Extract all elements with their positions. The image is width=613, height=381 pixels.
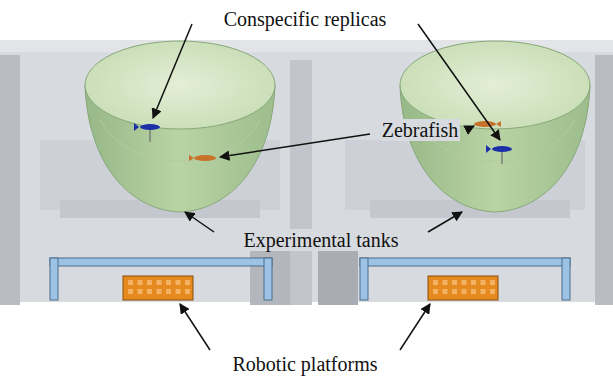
background-panels (0, 40, 613, 305)
leader-arrows (153, 24, 500, 350)
callout-label: Robotic platforms (231, 353, 380, 375)
zebrafish (189, 155, 216, 161)
robotic-platform (50, 258, 272, 300)
platform-studs (128, 280, 495, 294)
callout-label: Zebrafish (380, 119, 461, 141)
callout-label: Conspecific replicas (222, 8, 389, 30)
robotic-platform (360, 258, 570, 300)
experimental-tank (85, 41, 275, 212)
callout-label: Experimental tanks (242, 229, 401, 251)
replica-fish (134, 123, 160, 142)
replica-fish (486, 145, 512, 164)
